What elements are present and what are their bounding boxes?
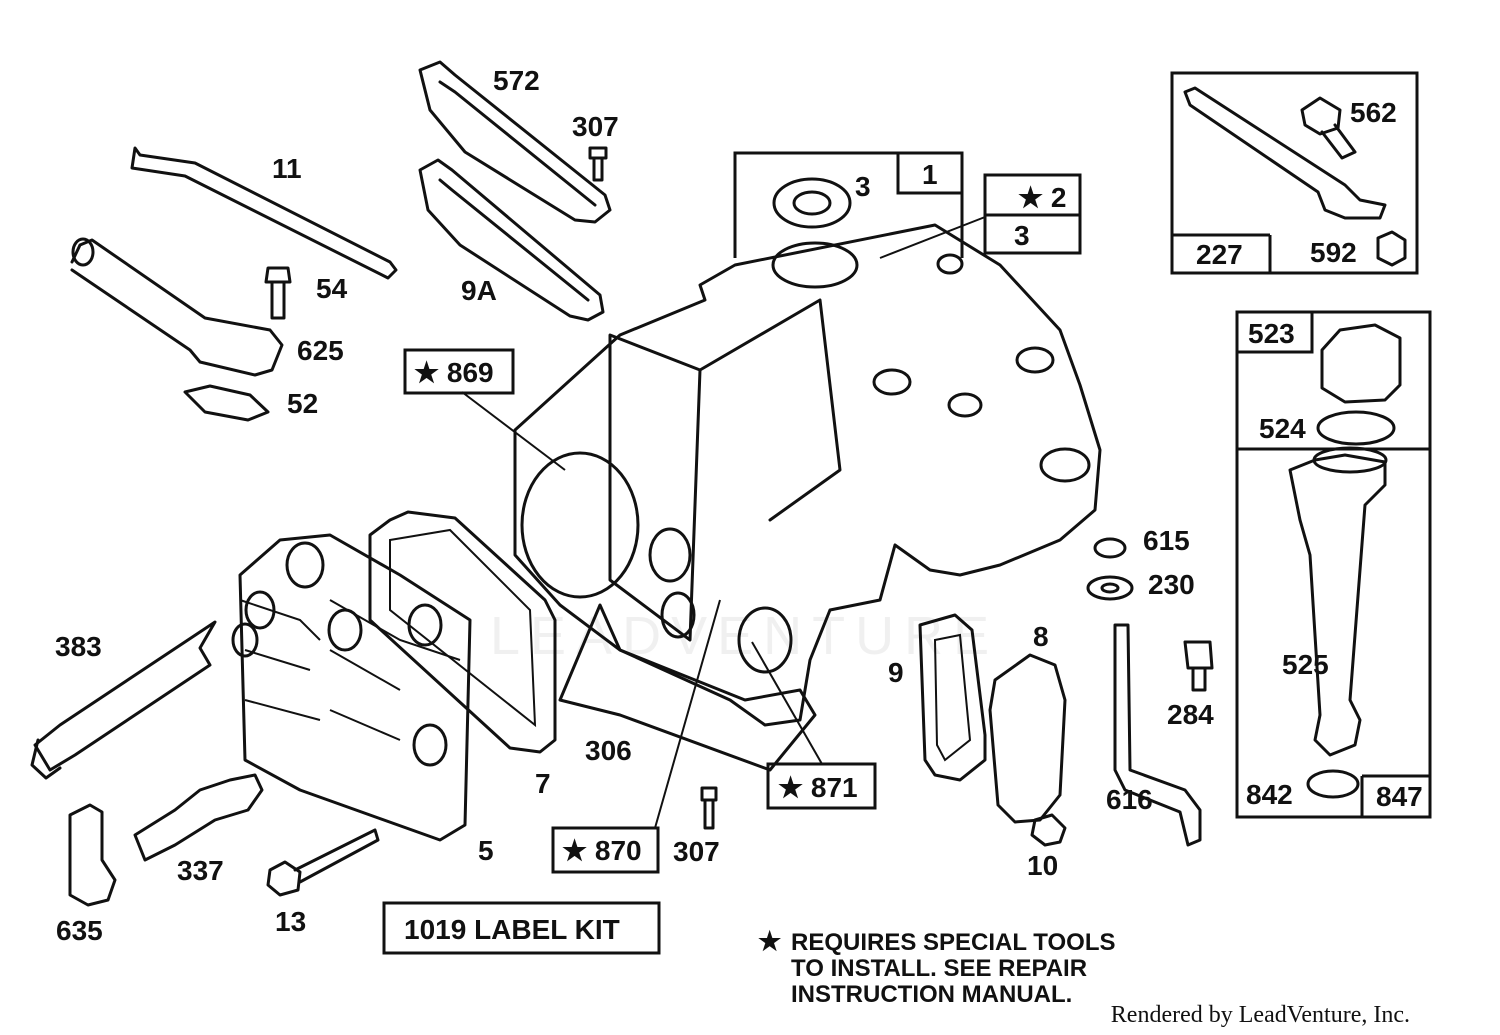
frame-kit-523 xyxy=(1235,310,1432,819)
box-871 xyxy=(766,762,877,810)
part-label-10: 10 xyxy=(1027,850,1058,881)
part-label-3: 3 xyxy=(855,171,871,202)
boxed-label-869: ★ 869 xyxy=(414,357,494,388)
boxed-label-1: 1 xyxy=(922,159,938,190)
part-label-54: 54 xyxy=(316,273,348,304)
part-label-337: 337 xyxy=(177,855,224,886)
part-label-284: 284 xyxy=(1167,699,1214,730)
part-label-8: 8 xyxy=(1033,621,1049,652)
part-labels: 11 54 625 52 572 307 9A 3 562 592 524 61… xyxy=(55,65,1397,946)
part-label-7: 7 xyxy=(535,768,551,799)
boxed-label-3-box: 3 xyxy=(1014,220,1030,251)
part-label-625: 625 xyxy=(297,335,344,366)
part-label-307-bottom: 307 xyxy=(673,836,720,867)
note-line-3: INSTRUCTION MANUAL. xyxy=(791,981,1073,1008)
leader-lines xyxy=(461,216,986,829)
special-tools-note: ★ REQUIRES SPECIAL TOOLS TO INSTALL. SEE… xyxy=(758,926,1158,1008)
part-label-616: 616 xyxy=(1106,784,1153,815)
boxed-label-523: 523 xyxy=(1248,318,1295,349)
part-label-383: 383 xyxy=(55,631,102,662)
part-label-562: 562 xyxy=(1350,97,1397,128)
part-label-11: 11 xyxy=(272,153,302,184)
part-label-524: 524 xyxy=(1259,413,1306,444)
box-870 xyxy=(551,826,660,874)
part-label-9a: 9A xyxy=(461,275,497,306)
part-drawings xyxy=(30,60,1407,907)
part-label-572: 572 xyxy=(493,65,540,96)
render-credit: Rendered by LeadVenture, Inc. xyxy=(1110,1002,1410,1028)
frame-kit-227 xyxy=(1170,71,1419,275)
part-label-230: 230 xyxy=(1148,569,1195,600)
boxed-label-870: ★ 870 xyxy=(562,835,642,866)
note-line-2: TO INSTALL. SEE REPAIR xyxy=(791,955,1088,982)
boxed-label-871: ★ 871 xyxy=(778,772,858,803)
part-label-52: 52 xyxy=(287,388,318,419)
box-869 xyxy=(403,348,515,395)
kit-frames xyxy=(733,71,1432,819)
part-label-615: 615 xyxy=(1143,525,1190,556)
part-label-9: 9 xyxy=(888,657,904,688)
note-line-1: REQUIRES SPECIAL TOOLS xyxy=(791,929,1116,956)
star-icon: ★ xyxy=(758,926,782,956)
frame-kit-1 xyxy=(733,151,964,258)
box-frames xyxy=(382,151,1314,955)
boxed-label-1019: 1019 LABEL KIT xyxy=(404,914,620,945)
part-label-635: 635 xyxy=(56,915,103,946)
part-label-842: 842 xyxy=(1246,779,1293,810)
boxed-labels: 1 ★ 2 3 227 523 847 ★ 869 ★ 871 ★ 870 10… xyxy=(404,159,1423,945)
part-label-592: 592 xyxy=(1310,237,1357,268)
part-label-5: 5 xyxy=(478,835,494,866)
box-523 xyxy=(1235,310,1314,354)
part-label-525: 525 xyxy=(1282,649,1329,680)
boxed-label-2: ★ 2 xyxy=(1018,182,1066,213)
part-label-13: 13 xyxy=(275,906,306,937)
box-1019 xyxy=(382,901,661,955)
box-1 xyxy=(896,151,964,195)
part-label-307: 307 xyxy=(572,111,619,142)
boxed-label-227: 227 xyxy=(1196,239,1243,270)
boxed-label-847: 847 xyxy=(1376,781,1423,812)
part-label-306: 306 xyxy=(585,735,632,766)
